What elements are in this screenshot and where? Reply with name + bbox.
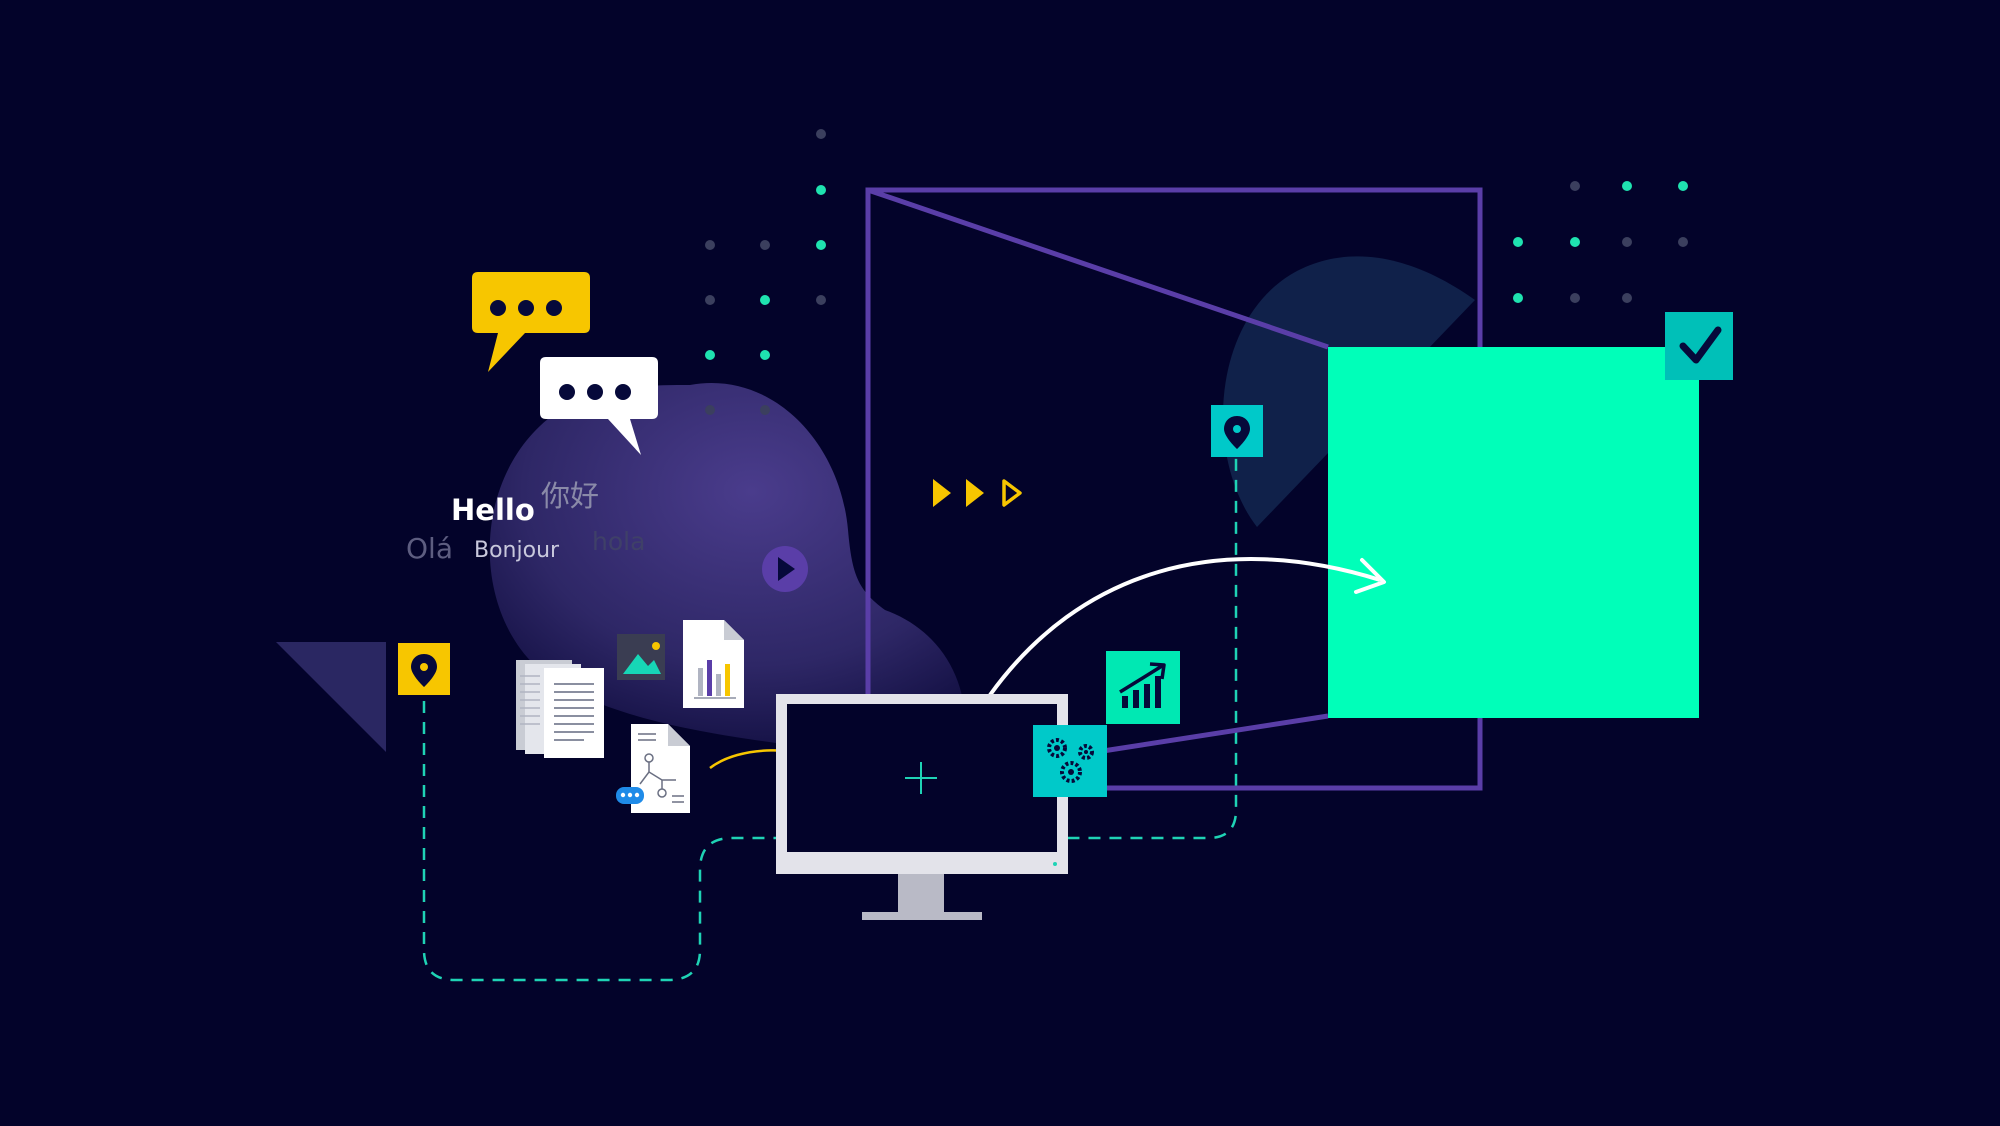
workflow-file-icon <box>616 724 690 813</box>
location-pin-yellow-icon <box>398 643 450 695</box>
location-pin-teal-icon <box>1211 405 1263 457</box>
chat-bubble-white-icon <box>540 357 658 455</box>
greeting-hola: hola <box>592 527 646 556</box>
dot-grid-center <box>705 129 826 415</box>
fast-forward-arrows-icon <box>933 479 1022 507</box>
greeting-ola: Olá <box>406 532 453 565</box>
checkmark-icon <box>1665 312 1733 380</box>
greeting-bonjour: Bonjour <box>474 538 560 563</box>
background-triangle <box>276 642 386 752</box>
background-blob <box>489 382 966 745</box>
result-panel <box>1328 347 1699 718</box>
chart-file-icon <box>683 620 744 708</box>
document-stack-icon <box>516 660 604 758</box>
gears-icon <box>1033 725 1107 797</box>
chat-bubble-yellow-icon <box>472 272 590 372</box>
dot-grid-right <box>1513 181 1688 303</box>
growth-chart-icon <box>1106 651 1180 724</box>
play-icon <box>762 546 808 592</box>
arc-arrow <box>988 557 1386 697</box>
greeting-nihao: 你好 <box>541 479 600 513</box>
image-file-icon <box>617 634 665 680</box>
monitor-icon <box>776 694 1068 920</box>
dashed-connection-line <box>422 458 1238 982</box>
greeting-hello: Hello <box>451 493 535 527</box>
